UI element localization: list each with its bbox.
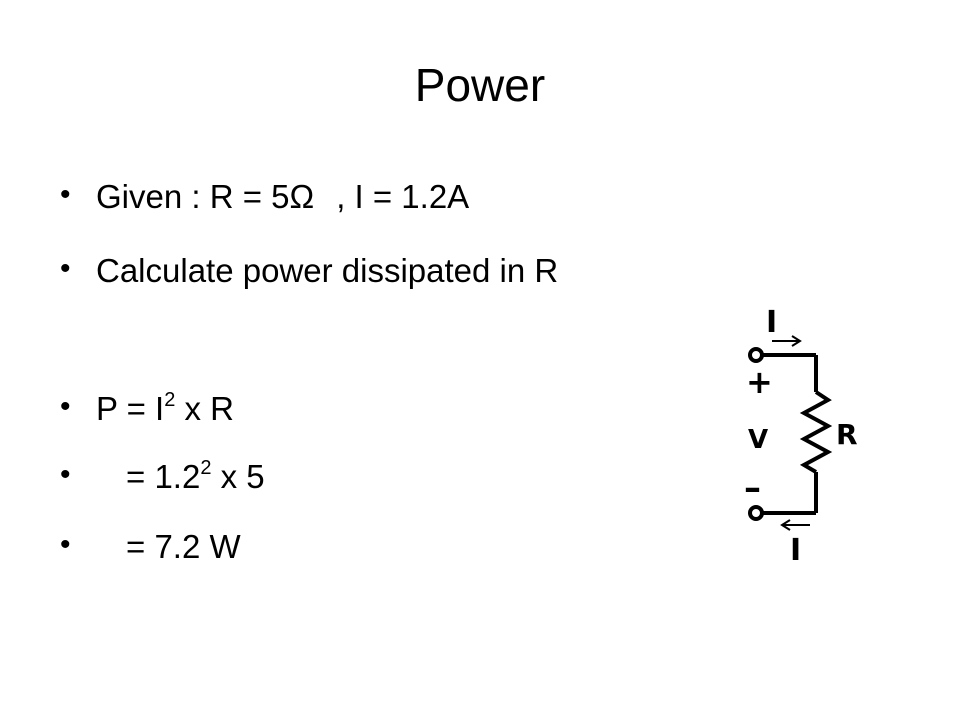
- given-suffix: , I = 1.2A: [336, 178, 470, 215]
- formula-b: x R: [175, 390, 234, 427]
- resistor-label: R: [836, 418, 858, 451]
- formula-a: P = I: [96, 390, 165, 427]
- bottom-terminal: [748, 505, 764, 521]
- result: = 7.2 W: [126, 528, 241, 565]
- resistor-zigzag: [799, 390, 833, 474]
- plus-label: +: [746, 363, 773, 401]
- bullet-result: = 7.2 W: [60, 530, 241, 570]
- arrow-left-head-icon: [780, 519, 791, 531]
- bullet-step1: = 1.22 x 5: [60, 457, 265, 500]
- formula-exponent: 2: [164, 389, 176, 411]
- top-terminal: [748, 347, 764, 363]
- slide-title: Power: [414, 59, 546, 111]
- current-label-top: I: [766, 305, 777, 340]
- given-prefix: Given : R = 5Ω: [96, 178, 315, 215]
- bullet-given: Given : R = 5Ω , I = 1.2A: [60, 180, 469, 220]
- step1-b: x 5: [211, 458, 265, 495]
- voltage-label: V: [748, 425, 768, 455]
- step1-a: = 1.2: [126, 458, 201, 495]
- resistor-circuit-diagram: I I + V R –: [744, 305, 858, 568]
- current-label-bottom: I: [790, 533, 801, 568]
- arrow-right-head-icon: [791, 335, 802, 347]
- minus-label: –: [744, 468, 761, 508]
- bullet-calculate: Calculate power dissipated in R: [60, 254, 558, 294]
- step1-exponent: 2: [200, 457, 212, 479]
- bullet-formula: P = I2 x R: [60, 389, 234, 432]
